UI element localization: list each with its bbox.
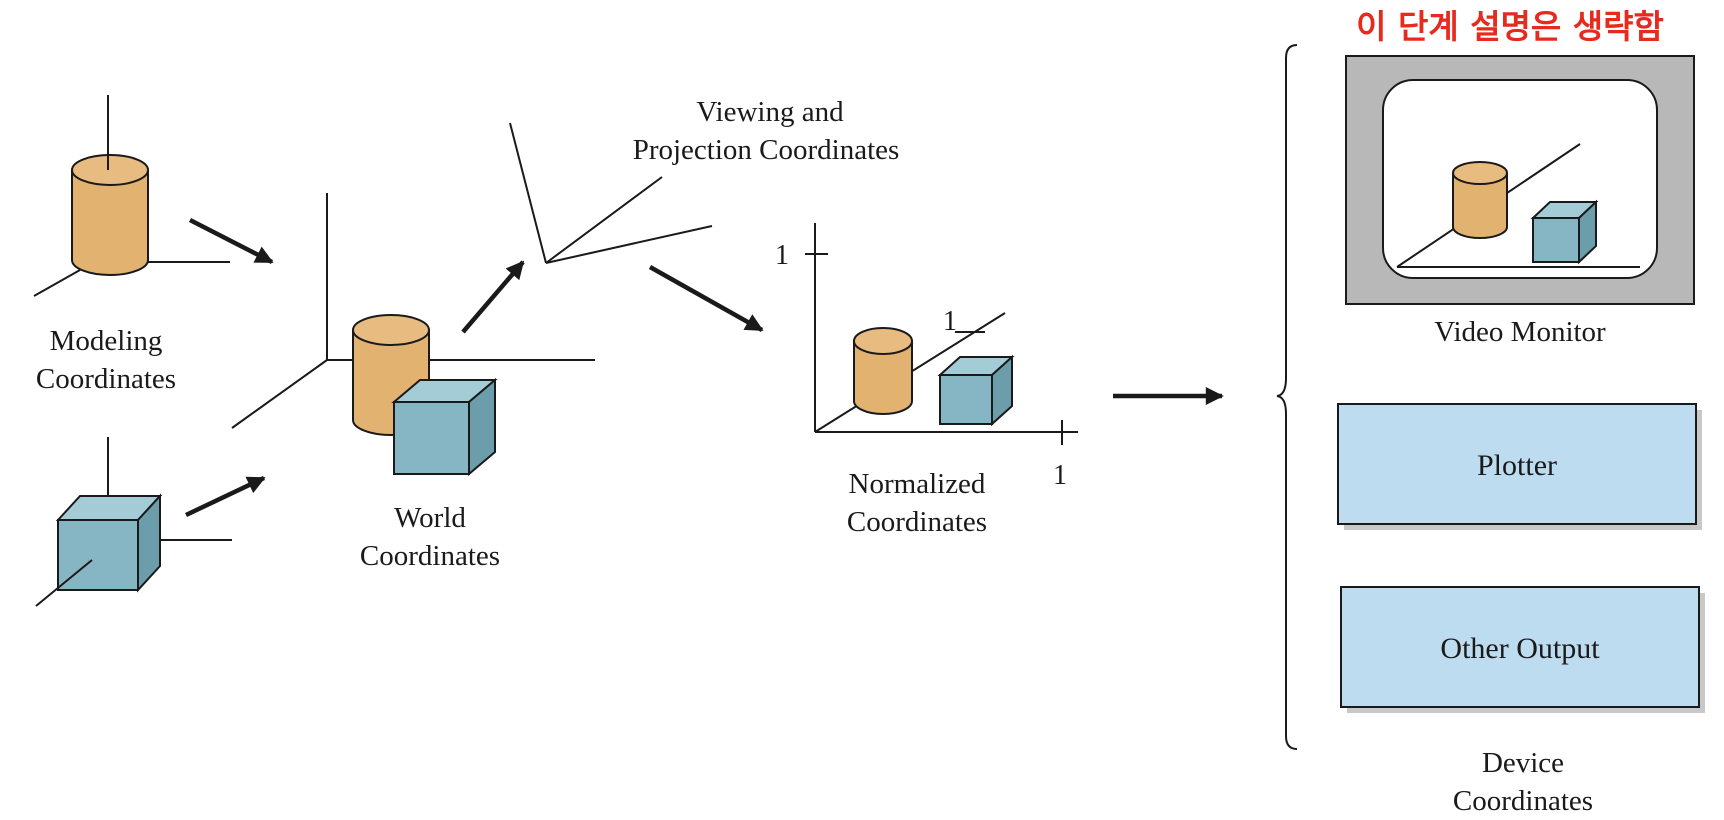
cylinder-icon <box>71 154 149 276</box>
modeling-cube-group <box>35 437 232 607</box>
modeling-cylinder-group <box>33 95 230 297</box>
plotter-box: Plotter <box>1337 403 1702 530</box>
device-label-line1: Device <box>1482 747 1564 779</box>
viewing-label-line2: Projection Coordinates <box>633 134 900 166</box>
cube-icon <box>55 493 163 593</box>
world-label-line2: Coordinates <box>360 540 500 572</box>
cube-icon <box>937 354 1015 427</box>
brace-icon <box>1276 44 1298 750</box>
cylinder-icon <box>853 327 913 415</box>
world-label-line1: World <box>394 502 466 534</box>
normalized-tick-x: 1 <box>1053 460 1067 491</box>
cylinder-icon <box>1452 161 1508 239</box>
plotter-label: Plotter <box>1477 449 1557 482</box>
normalized-label-line2: Coordinates <box>847 506 987 538</box>
normalized-label-line1: Normalized <box>849 468 986 500</box>
cube-icon <box>391 377 498 477</box>
omitted-step-annotation: 이 단계 설명은 생략함 <box>1356 7 1664 46</box>
arrow-icon <box>185 475 266 518</box>
video-monitor-icon <box>1345 55 1695 305</box>
arrow-icon <box>648 265 764 332</box>
modeling-label-line1: Modeling <box>50 325 163 357</box>
other-output-box: Other Output <box>1340 586 1705 713</box>
other-output-label: Other Output <box>1440 632 1600 665</box>
viewing-axes <box>509 122 713 264</box>
cube-icon <box>1530 199 1599 265</box>
viewing-label-line1: Viewing and <box>696 96 844 128</box>
normalized-tick-z: 1 <box>943 306 957 337</box>
normalized-tick-y: 1 <box>775 240 789 271</box>
modeling-label-line2: Coordinates <box>36 363 176 395</box>
video-monitor-label: Video Monitor <box>1434 316 1606 348</box>
arrow-icon <box>461 260 525 334</box>
arrow-icon <box>188 217 274 265</box>
device-label-line2: Coordinates <box>1453 785 1593 817</box>
